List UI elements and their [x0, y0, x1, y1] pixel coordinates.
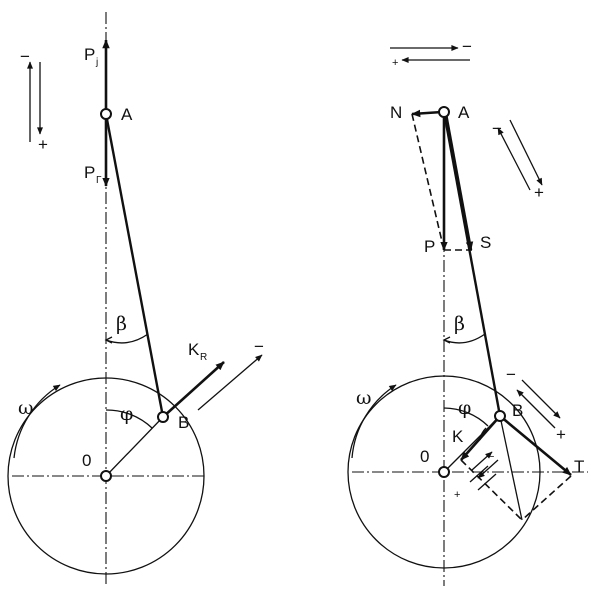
left-beta-tick	[104, 336, 113, 344]
right-rod-plus-sign: +	[534, 183, 544, 202]
left-crank-circle	[7, 377, 205, 575]
right-omega-arc	[351, 384, 397, 459]
right-beta-arc	[443, 333, 486, 344]
right-rod-sign-arrow-up	[497, 127, 531, 191]
left-pr-label: P	[84, 163, 95, 182]
left-omega-label: ω	[18, 397, 34, 419]
left-kr-subscript: R	[200, 352, 207, 363]
right-t-label: T	[574, 457, 584, 476]
right-k-angle-arc	[479, 427, 487, 441]
left-b-label: B	[178, 413, 189, 432]
right-diagram: N A P S β ω φ B K 0 T − + − + − + − +	[347, 37, 588, 586]
left-pin-b	[157, 411, 169, 423]
left-beta-label: β	[116, 313, 127, 335]
right-k-sign-arrow-in	[477, 459, 499, 479]
left-pj-label: P	[84, 45, 95, 64]
left-kr-vector	[162, 361, 225, 418]
right-a-label: A	[458, 103, 470, 122]
right-np-dashed	[411, 113, 445, 251]
right-s-label: S	[480, 233, 491, 252]
right-k-label: K	[452, 427, 464, 446]
left-top-minus-sign: −	[20, 47, 30, 66]
right-rod-minus-sign: −	[492, 119, 502, 138]
right-connecting-rod	[442, 111, 502, 417]
right-beta-tick	[442, 336, 451, 344]
left-omega-arc	[13, 384, 61, 459]
right-t-minus-sign: −	[506, 365, 516, 384]
right-t-sign-arrow-out	[521, 379, 561, 419]
left-diagram: P j A P Г β K R ω φ B 0 − + −	[7, 12, 264, 584]
left-a-label: A	[121, 105, 133, 124]
right-s-vector	[444, 113, 474, 251]
right-k-sign-arrow-out	[471, 451, 493, 471]
right-n-label: N	[390, 103, 402, 122]
right-rod-extension	[499, 415, 523, 521]
right-pin-o	[438, 466, 450, 478]
right-k-sign-hatch-1	[469, 465, 489, 483]
right-pin-a	[438, 106, 450, 118]
right-t-sign-arrow-in	[516, 389, 556, 429]
right-pin-b	[494, 410, 506, 422]
left-k-minus-sign: −	[254, 337, 264, 356]
left-kr-sign-arrow	[197, 354, 263, 411]
right-t-dashed	[521, 475, 572, 521]
right-b-label: B	[512, 401, 523, 420]
left-pin-o	[100, 470, 112, 482]
left-connecting-rod	[104, 113, 165, 418]
left-kr-label: K	[188, 340, 200, 359]
right-phi-arc	[443, 407, 489, 427]
right-k-sign-hatch-2	[477, 473, 497, 491]
right-t-vector	[499, 415, 572, 476]
right-k-minus-sign: −	[488, 451, 494, 463]
right-omega-label: ω	[356, 387, 372, 409]
left-o-label: 0	[82, 451, 91, 470]
right-k-plus-sign: +	[454, 489, 460, 501]
left-phi-label: φ	[120, 403, 133, 425]
right-t-plus-sign: +	[556, 425, 566, 444]
left-beta-arc	[105, 333, 149, 344]
left-pj-subscript: j	[95, 57, 98, 68]
right-rod-sign-arrow-down	[509, 119, 543, 186]
right-k-dashed	[460, 459, 523, 521]
right-n-vector	[411, 109, 443, 118]
right-top-minus-sign: −	[462, 37, 472, 56]
right-o-label: 0	[420, 447, 429, 466]
right-top-plus-sign: +	[392, 57, 398, 69]
right-beta-label: β	[454, 313, 465, 335]
left-crank-line	[105, 416, 164, 477]
right-phi-label: φ	[458, 397, 471, 419]
right-p-label: P	[424, 237, 435, 256]
left-pr-subscript: Г	[96, 175, 102, 186]
left-pin-a	[100, 108, 112, 120]
left-top-plus-sign: +	[38, 135, 48, 154]
left-phi-arc	[105, 409, 153, 429]
right-crank-circle	[347, 375, 541, 569]
